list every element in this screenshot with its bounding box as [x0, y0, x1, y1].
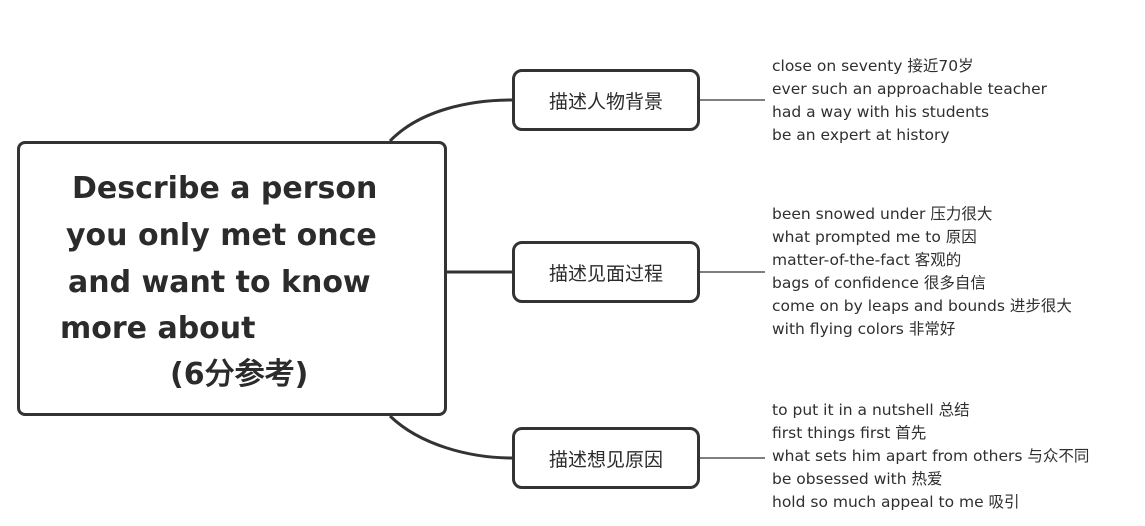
branch-node-background[interactable]: 描述人物背景 [512, 69, 700, 131]
connector-central-to-branch-3 [388, 414, 513, 460]
central-topic-line-5: (6分参考) [170, 357, 309, 392]
leaf-item[interactable]: with flying colors 非常好 [772, 320, 956, 338]
branch-label: 描述见面过程 [548, 262, 663, 285]
central-topic-line-4: more about [60, 311, 256, 346]
leaf-item[interactable]: what prompted me to 原因 [772, 228, 977, 246]
branch-label: 描述想见原因 [548, 448, 663, 471]
leaf-item[interactable]: hold so much appeal to me 吸引 [772, 493, 1020, 511]
central-topic[interactable]: Describe a person you only met once and … [17, 141, 447, 416]
leaf-item[interactable]: to put it in a nutshell 总结 [772, 401, 970, 419]
leaf-item[interactable]: what sets him apart from others 与众不同 [772, 447, 1090, 465]
central-topic-line-1: Describe a person [72, 171, 378, 206]
leaf-item[interactable]: first things first 首先 [772, 424, 927, 442]
branch-node-reason[interactable]: 描述想见原因 [512, 427, 700, 489]
leaf-item[interactable]: be an expert at history [772, 126, 950, 144]
connector-central-to-branch-1 [388, 98, 513, 143]
leaf-list-reason: to put it in a nutshell 总结 first things … [772, 399, 1089, 514]
leaf-item[interactable]: had a way with his students [772, 103, 990, 121]
branch-label: 描述人物背景 [548, 90, 663, 113]
leaf-item[interactable]: bags of confidence 很多自信 [772, 274, 986, 292]
leaf-item[interactable]: be obsessed with 热爱 [772, 470, 943, 488]
central-topic-line-2: you only met once [66, 218, 377, 253]
leaf-item[interactable]: ever such an approachable teacher [772, 80, 1047, 98]
leaf-list-background: close on seventy 接近70岁 ever such an appr… [772, 55, 1047, 147]
leaf-item[interactable]: matter-of-the-fact 客观的 [772, 251, 962, 269]
central-topic-line-3: and want to know [68, 265, 371, 300]
leaf-list-meeting: been snowed under 压力很大 what prompted me … [772, 203, 1072, 341]
branch-node-meeting[interactable]: 描述见面过程 [512, 241, 700, 303]
leaf-item[interactable]: close on seventy 接近70岁 [772, 57, 974, 75]
leaf-item[interactable]: come on by leaps and bounds 进步很大 [772, 297, 1072, 315]
leaf-item[interactable]: been snowed under 压力很大 [772, 205, 993, 223]
